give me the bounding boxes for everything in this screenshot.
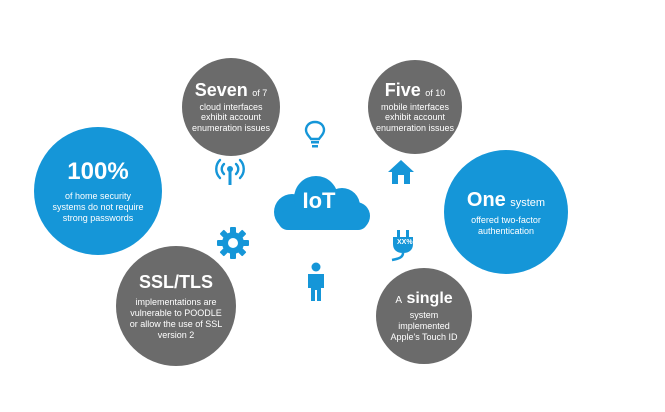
touch-id-headline: single	[406, 290, 453, 308]
two-factor-line-2: authentication	[477, 225, 535, 236]
mobile-interfaces-headline: Five	[384, 80, 421, 100]
mobile-interfaces-line-3: enumeration issues	[375, 123, 455, 134]
ssl-line-3: or allow the use of SSL	[129, 318, 223, 329]
two-factor-suffix: system	[510, 196, 546, 209]
gear-icon	[217, 227, 249, 259]
iot-cloud: IoT	[264, 172, 374, 234]
plug-icon	[391, 230, 413, 262]
passwords-line-2: systems do not require	[52, 202, 144, 212]
cloud-interfaces-headline: Seven	[194, 80, 248, 100]
passwords-headline: 100%	[67, 158, 129, 186]
person-icon	[308, 262, 324, 301]
two-factor-bubble: One system offered two-factor authentica…	[444, 150, 568, 274]
ssl-headline: SSL/TLS	[138, 271, 213, 292]
cloud-interfaces-suffix: of 7	[252, 88, 268, 98]
touch-id-prefix: A	[395, 295, 402, 307]
ssl-line-2: vulnerable to POODLE	[130, 308, 222, 318]
mobile-interfaces-bubble: Five of 10 mobile interfaces exhibit acc…	[368, 60, 462, 154]
cloud-icon	[274, 176, 370, 230]
cloud-interfaces-line-1: cloud interfaces	[199, 101, 263, 112]
touch-id-line-1: system	[409, 310, 439, 321]
lightbulb-icon	[304, 120, 326, 148]
house-icon	[388, 160, 414, 184]
cloud-interfaces-line-2: exhibit account	[200, 112, 262, 123]
mobile-interfaces-suffix: of 10	[425, 88, 446, 98]
touch-id-line-2: implemented	[398, 321, 450, 332]
mobile-interfaces-line-2: exhibit account	[384, 112, 446, 123]
two-factor-headline: One	[466, 188, 506, 211]
touch-id-bubble: A single system implemented Apple's Touc…	[376, 268, 472, 364]
power-plug-icon: XX%	[388, 228, 422, 262]
passwords-bubble: 100% of home security systems do not req…	[34, 127, 162, 255]
iot-label: IoT	[302, 188, 336, 213]
cloud-interfaces-line-3: enumeration issues	[191, 123, 271, 134]
ssl-bubble: SSL/TLS implementations are vulnerable t…	[116, 246, 236, 366]
passwords-line-3: strong passwords	[62, 212, 134, 223]
mobile-interfaces-line-1: mobile interfaces	[380, 101, 450, 112]
cloud-interfaces-bubble: Seven of 7 cloud interfaces exhibit acco…	[182, 58, 280, 156]
wireless-antenna-icon	[215, 158, 245, 185]
passwords-line-1: of home security	[64, 191, 132, 202]
ssl-line-1: implementations are	[135, 297, 217, 308]
touch-id-line-3: Apple's Touch ID	[390, 331, 458, 342]
plug-percentage-label: XX%	[397, 239, 413, 246]
ssl-line-4: version 2	[157, 329, 195, 340]
two-factor-line-1: offered two-factor	[471, 214, 541, 225]
